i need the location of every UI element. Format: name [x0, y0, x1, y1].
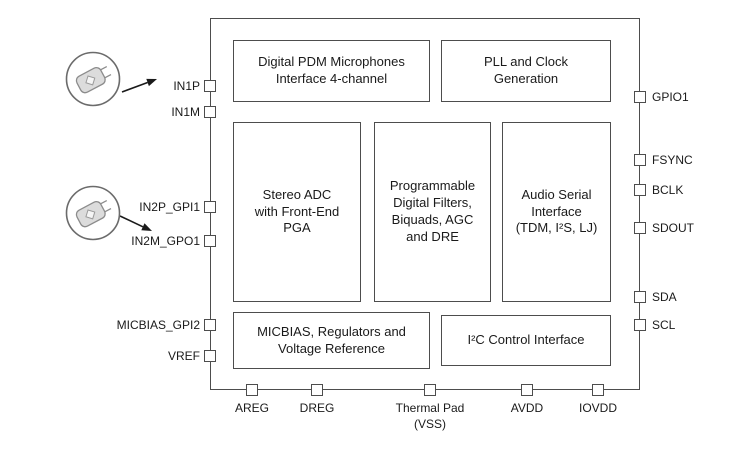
pin-label-iovdd: IOVDD — [578, 401, 617, 415]
pin-square-thermal-pad — [424, 384, 436, 396]
pin-label-in1p: IN1P — [173, 79, 200, 93]
pin-square-micbias-gpi2 — [204, 319, 216, 331]
pin-square-in1p — [204, 80, 216, 92]
pin-square-vref — [204, 350, 216, 362]
pin-label-areg: AREG — [234, 401, 269, 415]
pin-square-iovdd — [592, 384, 604, 396]
pin-label-in2m-gpo1: IN2M_GPO1 — [131, 234, 200, 248]
microphone-icon — [65, 185, 121, 241]
pin-label-in2p-gpi1: IN2P_GPI1 — [139, 200, 200, 214]
pin-label-vref: VREF — [167, 349, 200, 363]
pin-square-fsync — [634, 154, 646, 166]
pin-label-scl: SCL — [652, 318, 676, 332]
pin-label-avdd: AVDD — [510, 401, 544, 415]
pin-square-in2m-gpo1 — [204, 235, 216, 247]
pin-label-fsync: FSYNC — [652, 153, 693, 167]
pin-square-gpio1 — [634, 91, 646, 103]
pin-square-sda — [634, 291, 646, 303]
pin-label-bclk: BCLK — [652, 183, 684, 197]
pin-square-areg — [246, 384, 258, 396]
pin-square-scl — [634, 319, 646, 331]
microphone-icon — [65, 51, 121, 107]
arrow-right-icon — [119, 215, 152, 231]
pin-label-sdout: SDOUT — [652, 221, 694, 235]
pin-label-sda: SDA — [652, 290, 677, 304]
pin-square-in1m — [204, 106, 216, 118]
pin-square-avdd — [521, 384, 533, 396]
pin-label-dreg: DREG — [299, 401, 335, 415]
pin-label-in1m: IN1M — [171, 105, 200, 119]
pin-square-bclk — [634, 184, 646, 196]
block-i2c-control: I²C Control Interface — [441, 315, 611, 366]
pin-label-gpio1: GPIO1 — [652, 90, 689, 104]
pin-square-sdout — [634, 222, 646, 234]
arrow-right-icon — [121, 78, 157, 93]
pin-label-micbias-gpi2: MICBIAS_GPI2 — [116, 318, 200, 332]
pin-square-dreg — [311, 384, 323, 396]
pin-label-thermal-pad: Thermal Pad(VSS) — [395, 401, 465, 431]
pin-square-in2p-gpi1 — [204, 201, 216, 213]
